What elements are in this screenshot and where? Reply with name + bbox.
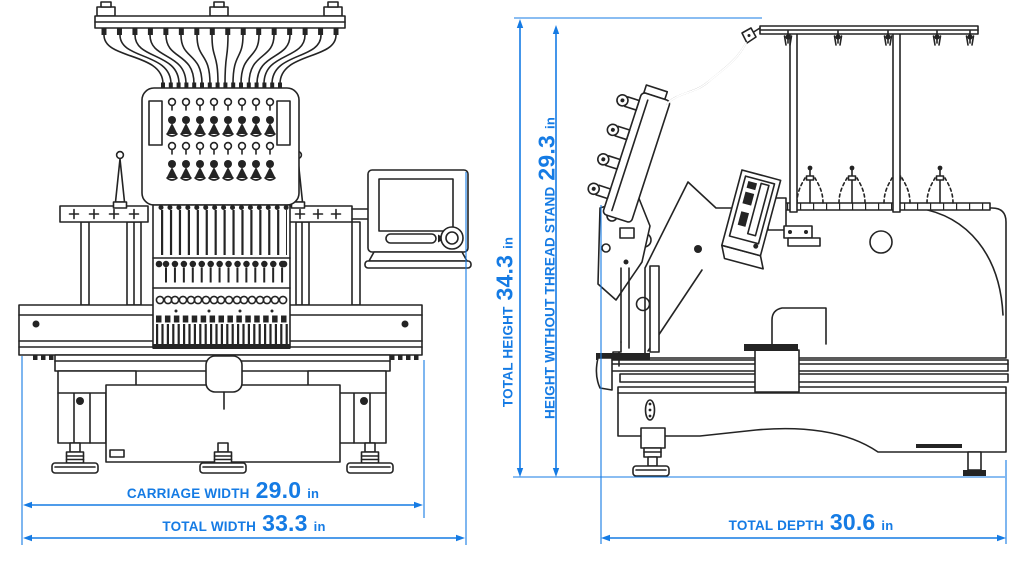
front-needle-case [152, 204, 291, 349]
front-control-panel [364, 169, 472, 269]
dim-unit: in [500, 236, 516, 249]
dim-unit: in [881, 518, 894, 533]
dim-value: 33.3 [262, 510, 308, 536]
side-thread-stand [666, 25, 979, 213]
panel-knob [440, 226, 464, 250]
side-head [587, 84, 671, 367]
dim-label: CARRIAGE WIDTH [126, 486, 250, 501]
side-tension-knobs [587, 94, 641, 200]
front-side-frame [59, 150, 371, 306]
front-tension-head [141, 87, 300, 206]
dim-label: TOTAL WIDTH [162, 519, 257, 534]
front-foot-right [346, 442, 394, 474]
dim-unit: in [542, 117, 558, 129]
dim-total-height: TOTAL HEIGHT 34.3 in [491, 236, 518, 408]
dim-unit: in [307, 486, 320, 501]
front-hook-cover [205, 355, 243, 410]
dim-carriage-width: CARRIAGE WIDTH 29.0 in [23, 479, 423, 502]
dim-total-width: TOTAL WIDTH 33.3 in [23, 512, 465, 535]
dim-value: 30.6 [829, 509, 876, 535]
front-panel-screen [378, 178, 454, 232]
dim-value: 29.0 [255, 477, 302, 503]
dim-value: 34.3 [491, 254, 518, 301]
side-feet [632, 427, 986, 477]
dim-value: 29.3 [533, 134, 560, 181]
side-panel-body [721, 169, 782, 257]
thread-tube-fan [103, 34, 337, 85]
dim-label: TOTAL HEIGHT [500, 306, 516, 408]
front-foot-left [51, 442, 99, 474]
side-tension-bracket [587, 84, 671, 223]
front-thread-stand [94, 1, 346, 93]
dim-total-depth: TOTAL DEPTH 30.6 in [611, 511, 1011, 534]
side-control-panel [721, 169, 821, 270]
dim-label: TOTAL DEPTH [728, 518, 824, 533]
thread-tube [666, 42, 747, 105]
dimension-lines [21, 17, 1007, 545]
front-base [51, 354, 394, 474]
dim-height-without-thread-stand: HEIGHT WITHOUT THREAD STAND 29.3 in [533, 117, 560, 419]
front-view-drawing [18, 1, 472, 474]
side-body [617, 181, 1007, 453]
dim-unit: in [313, 519, 326, 534]
side-view-drawing [587, 25, 1009, 477]
dim-label: HEIGHT WITHOUT THREAD STAND [542, 186, 558, 419]
